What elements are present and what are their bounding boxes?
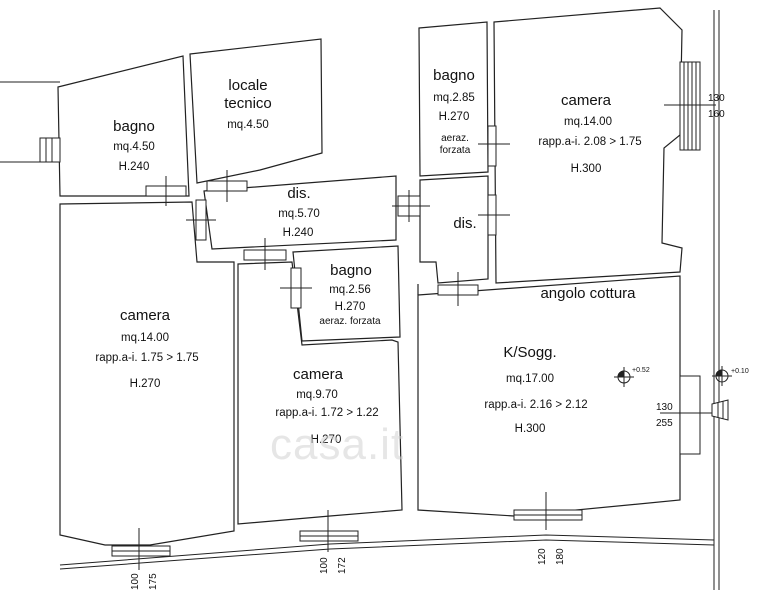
svg-text:H.240: H.240	[119, 161, 150, 173]
window-dim-w4: 130 160	[708, 93, 725, 120]
level-marker-outer	[712, 366, 732, 386]
window-dim-w1: 100 175	[130, 573, 159, 590]
window-dim-w2: 100 172	[319, 557, 348, 574]
svg-text:bagno: bagno	[330, 262, 372, 279]
level-inner-text: +0.52	[632, 367, 650, 374]
window-dim-w5: 130 255	[656, 402, 673, 429]
windows	[39, 61, 701, 557]
outdoor-light-icon	[711, 399, 729, 421]
svg-text:mq.14.00: mq.14.00	[121, 332, 169, 344]
svg-text:255: 255	[656, 418, 673, 429]
svg-text:K/Sogg.: K/Sogg.	[503, 344, 556, 361]
svg-text:H.300: H.300	[571, 163, 602, 175]
watermark: casa.it	[270, 420, 405, 469]
room-outline-camera-left	[59, 201, 235, 546]
label-locale-tecnico: locale tecnico mq.4.50	[224, 77, 272, 131]
svg-text:H.270: H.270	[130, 378, 161, 390]
room-outline-bagno-small	[292, 245, 401, 342]
svg-text:bagno: bagno	[113, 118, 155, 135]
svg-text:mq.4.50: mq.4.50	[227, 119, 269, 131]
svg-text:bagno: bagno	[433, 67, 475, 84]
label-bagno-small: bagno mq.2.56 H.270 aeraz. forzata	[319, 262, 381, 327]
door-kitchen-exterior	[679, 375, 701, 455]
svg-text:H.240: H.240	[283, 227, 314, 239]
svg-text:rapp.a-i. 1.72 > 1.22: rapp.a-i. 1.72 > 1.22	[275, 407, 378, 419]
svg-text:180: 180	[555, 548, 566, 565]
svg-text:dis.: dis.	[287, 185, 310, 202]
svg-text:H.300: H.300	[515, 423, 546, 435]
svg-text:120: 120	[537, 548, 548, 565]
window-bagno-left	[39, 137, 61, 163]
window-camera-right	[679, 61, 701, 151]
svg-text:H.270: H.270	[311, 434, 342, 446]
window-kitchen	[513, 509, 583, 521]
svg-text:aeraz.: aeraz.	[441, 133, 469, 144]
svg-text:angolo cottura: angolo cottura	[540, 285, 636, 302]
room-outline-locale-tecnico	[189, 38, 323, 184]
svg-text:forzata: forzata	[440, 145, 471, 156]
svg-text:rapp.a-i. 2.08 > 1.75: rapp.a-i. 2.08 > 1.75	[538, 136, 641, 148]
label-bagno-top-right: bagno mq.2.85 H.270 aeraz. forzata	[433, 67, 475, 156]
svg-text:H.270: H.270	[335, 301, 366, 313]
svg-text:camera: camera	[120, 307, 171, 324]
room-outline-camera-right	[493, 7, 683, 284]
svg-text:130: 130	[708, 93, 725, 104]
label-kitchen-living: angolo cottura K/Sogg. mq.17.00 rapp.a-i…	[484, 285, 636, 435]
svg-text:rapp.a-i. 1.75 > 1.75: rapp.a-i. 1.75 > 1.75	[95, 352, 198, 364]
label-dis-center: dis. mq.5.70 H.240	[278, 185, 320, 239]
svg-text:mq.2.85: mq.2.85	[433, 92, 475, 104]
label-camera-right: camera mq.14.00 rapp.a-i. 2.08 > 1.75 H.…	[538, 92, 641, 175]
svg-text:172: 172	[337, 557, 348, 574]
svg-text:camera: camera	[293, 366, 344, 383]
window-camera-left	[111, 545, 171, 557]
svg-text:mq.2.56: mq.2.56	[329, 284, 371, 296]
room-outline-dis-right	[419, 175, 489, 284]
level-outer-text: +0.10	[731, 368, 749, 375]
label-dis-right: dis.	[453, 215, 476, 232]
svg-text:H.270: H.270	[439, 111, 470, 123]
ground-lines	[0, 10, 720, 590]
label-camera-mid: camera mq.9.70 rapp.a-i. 1.72 > 1.22 H.2…	[275, 366, 378, 446]
svg-text:mq.14.00: mq.14.00	[564, 116, 612, 128]
room-outline-kitchen-living	[417, 275, 681, 517]
svg-text:mq.5.70: mq.5.70	[278, 208, 320, 220]
svg-text:160: 160	[708, 109, 725, 120]
svg-text:mq.17.00: mq.17.00	[506, 373, 554, 385]
door-symbols	[138, 104, 720, 570]
svg-text:camera: camera	[561, 92, 612, 109]
label-bagno-left: bagno mq.4.50 H.240	[113, 118, 155, 173]
window-dim-w3: 120 180	[537, 548, 566, 565]
level-marker-inner	[614, 367, 634, 387]
svg-text:mq.9.70: mq.9.70	[296, 389, 338, 401]
svg-text:mq.4.50: mq.4.50	[113, 141, 155, 153]
svg-text:rapp.a-i. 2.16 > 2.12: rapp.a-i. 2.16 > 2.12	[484, 399, 587, 411]
window-camera-mid	[299, 530, 359, 542]
svg-text:130: 130	[656, 402, 673, 413]
svg-text:tecnico: tecnico	[224, 95, 272, 112]
svg-text:locale: locale	[228, 77, 267, 94]
svg-text:100: 100	[319, 557, 330, 574]
room-outline-dis-center	[203, 175, 397, 250]
svg-text:175: 175	[148, 573, 159, 590]
room-outline-bagno-top-right	[418, 21, 489, 177]
label-camera-left: camera mq.14.00 rapp.a-i. 1.75 > 1.75 H.…	[95, 307, 198, 390]
svg-text:aeraz. forzata: aeraz. forzata	[319, 316, 381, 327]
svg-text:100: 100	[130, 573, 141, 590]
svg-text:dis.: dis.	[453, 215, 476, 232]
